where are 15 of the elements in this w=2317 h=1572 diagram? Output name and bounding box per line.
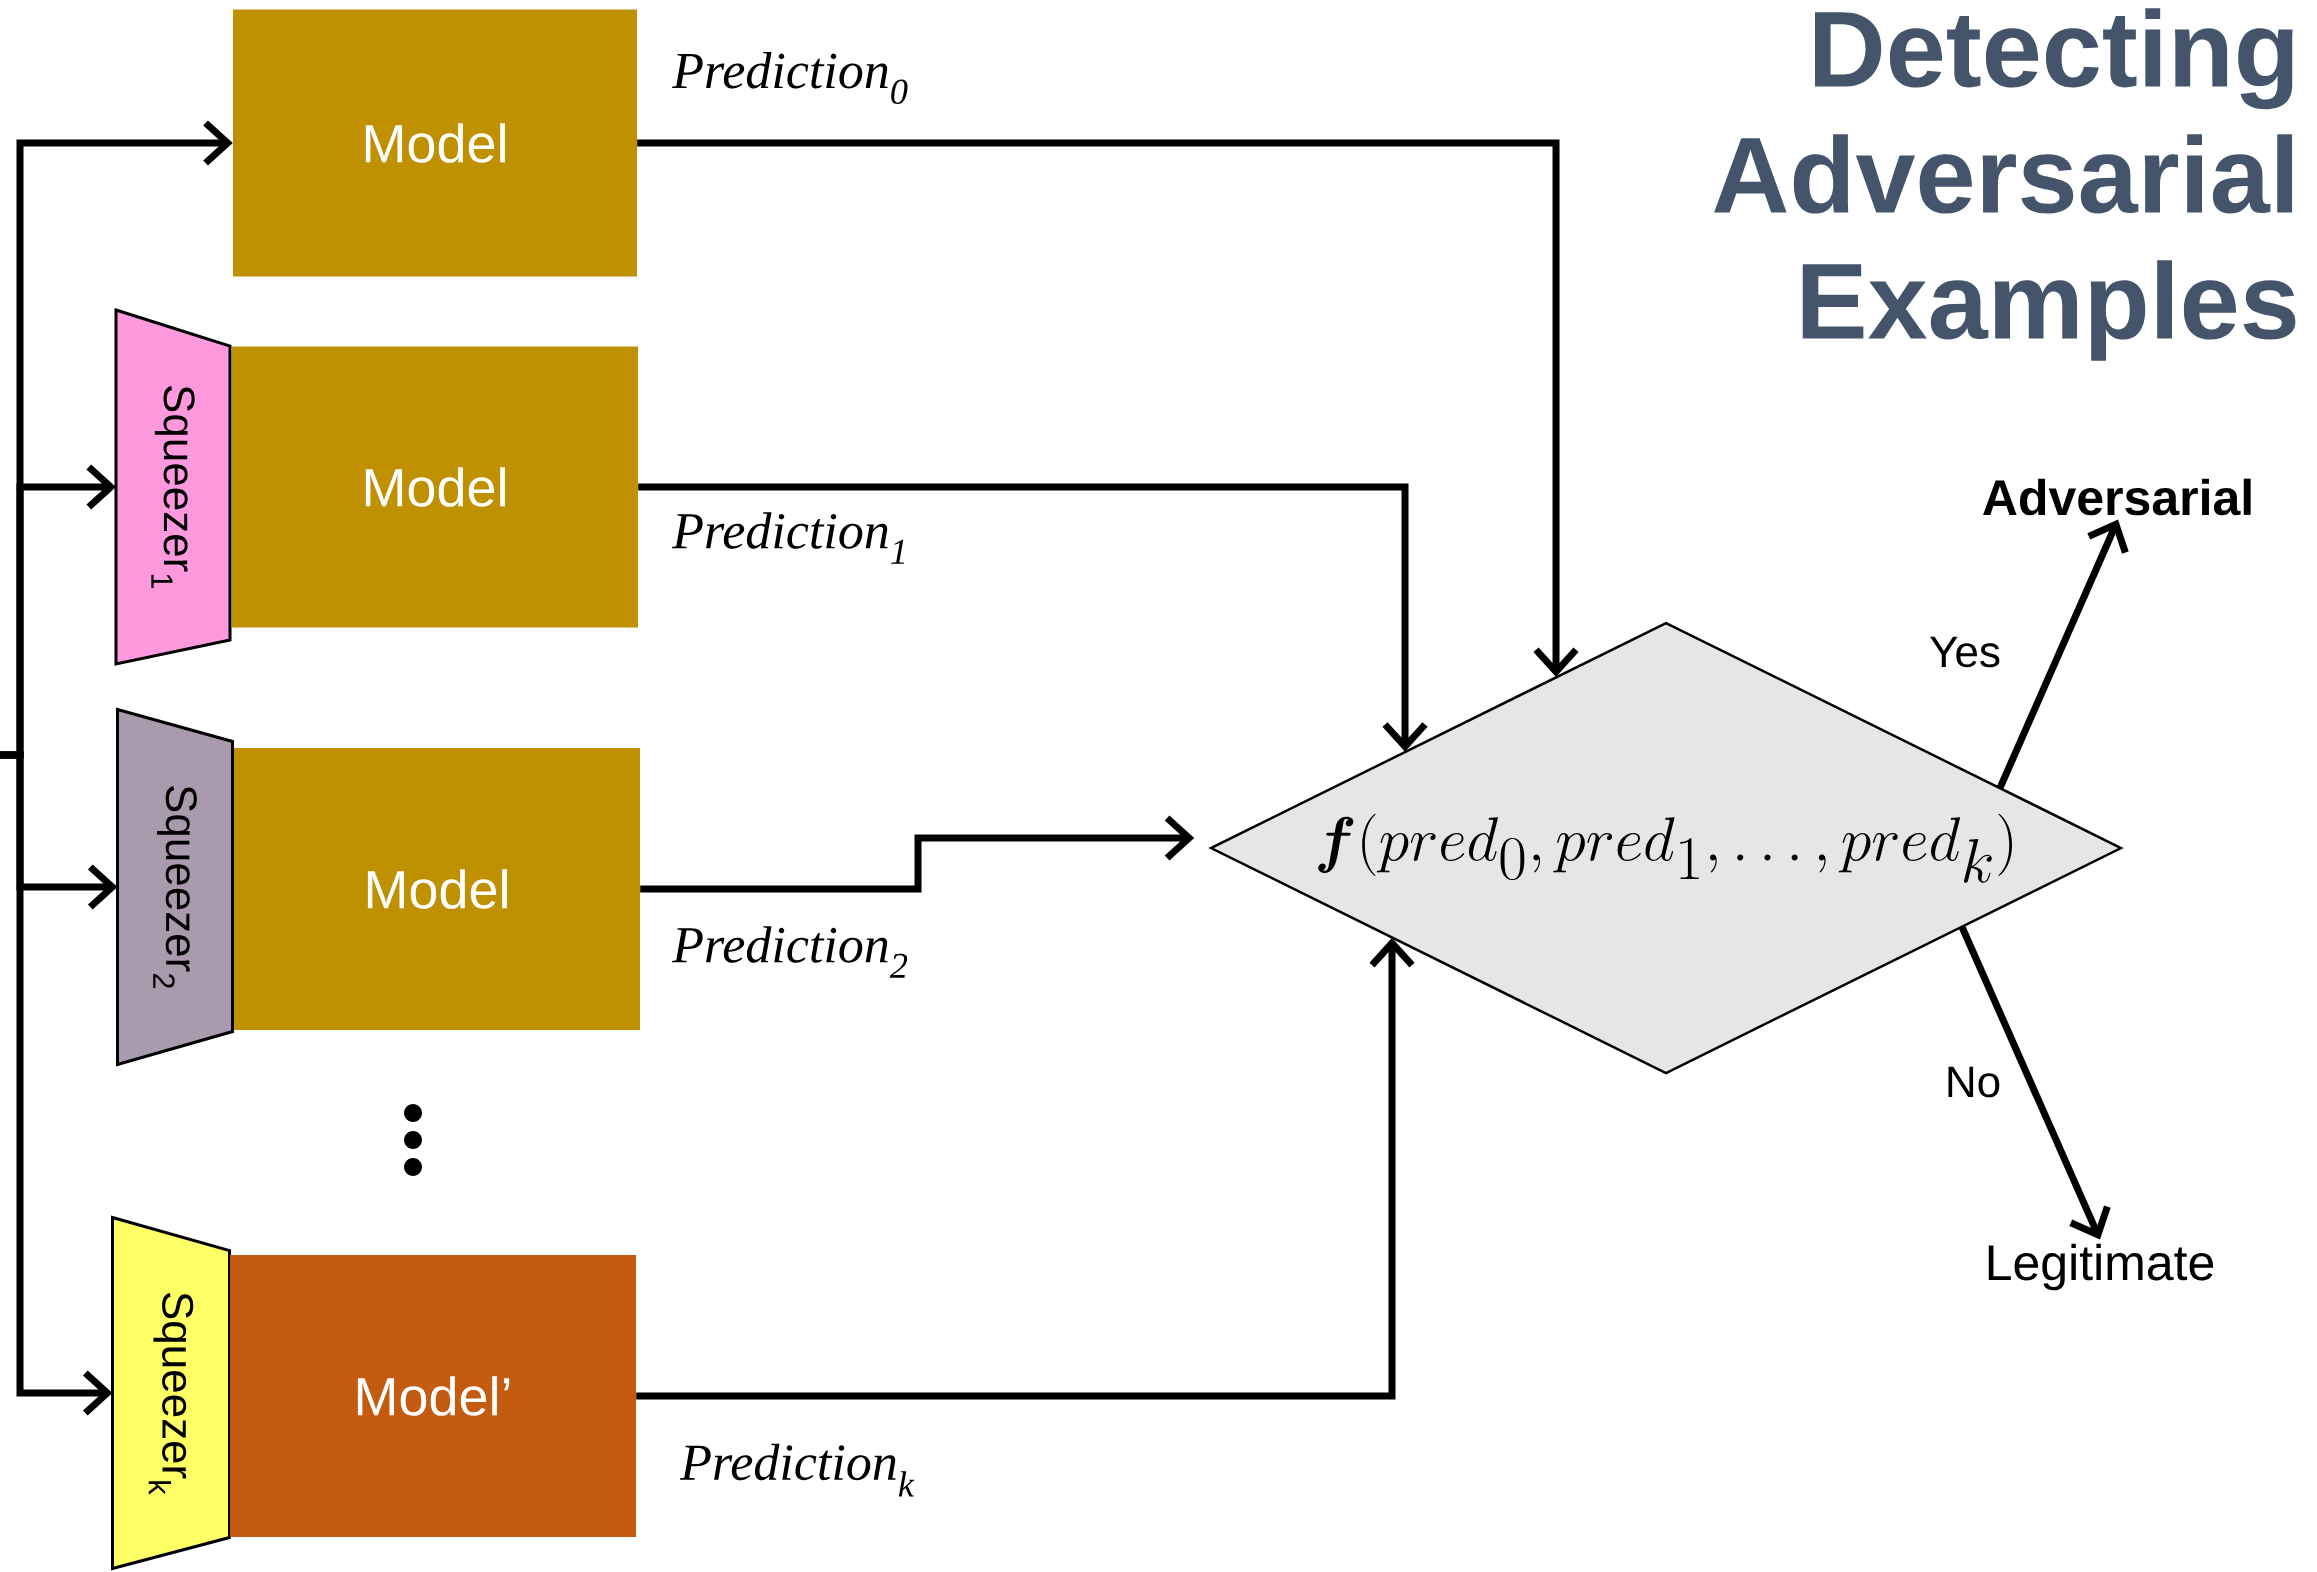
prediction-label: Prediction$_{k}$ — [679, 1443, 915, 1497]
outcome-label: Adversarial — [1983, 478, 2251, 516]
model-box: Model — [233, 9, 637, 277]
edge-label: Yes — [1927, 634, 2003, 670]
model-box: Model’ — [230, 1255, 636, 1537]
model-box: Model — [234, 748, 640, 1030]
arrow — [1996, 519, 2129, 790]
arrow — [1958, 925, 2111, 1240]
prediction-label: Prediction$_{0}$ — [671, 51, 908, 105]
prediction-label: Prediction$_{1}$ — [671, 512, 905, 564]
outcome-label: Legitimate — [1988, 1243, 2214, 1291]
prediction-label: Prediction$_{2}$ — [671, 926, 908, 978]
model-box: Model — [232, 346, 638, 628]
arrow — [0, 751, 113, 1416]
title: Detecting Adversarial Examples — [1714, 8, 2296, 361]
